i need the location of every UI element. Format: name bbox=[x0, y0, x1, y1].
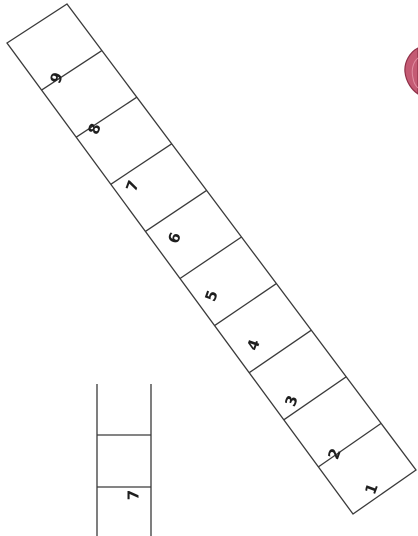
small-strip: 7 bbox=[97, 384, 151, 536]
small-strip-label-7: 7 bbox=[125, 490, 143, 500]
cell-label-4: 4 bbox=[243, 337, 263, 353]
long-strip-divider bbox=[145, 190, 206, 231]
long-strip-divider bbox=[318, 423, 381, 467]
long-strip-divider bbox=[111, 144, 172, 185]
cell-label-6: 6 bbox=[164, 230, 184, 246]
cell-label-5: 5 bbox=[201, 288, 221, 304]
long-strip-dividers bbox=[42, 51, 382, 467]
long-strip-outline bbox=[7, 4, 416, 514]
long-strip-divider bbox=[180, 237, 242, 279]
pink-blob bbox=[405, 48, 418, 94]
cell-label-1: 1 bbox=[361, 481, 381, 497]
cell-label-7: 7 bbox=[122, 178, 142, 194]
long-strip: 1 2 3 4 5 6 7 8 9 bbox=[7, 4, 416, 514]
cell-label-3: 3 bbox=[281, 393, 301, 409]
cell-label-8: 8 bbox=[84, 121, 104, 137]
long-strip-divider bbox=[215, 284, 277, 326]
cell-label-9: 9 bbox=[46, 70, 66, 86]
cell-label-2: 2 bbox=[324, 446, 344, 462]
